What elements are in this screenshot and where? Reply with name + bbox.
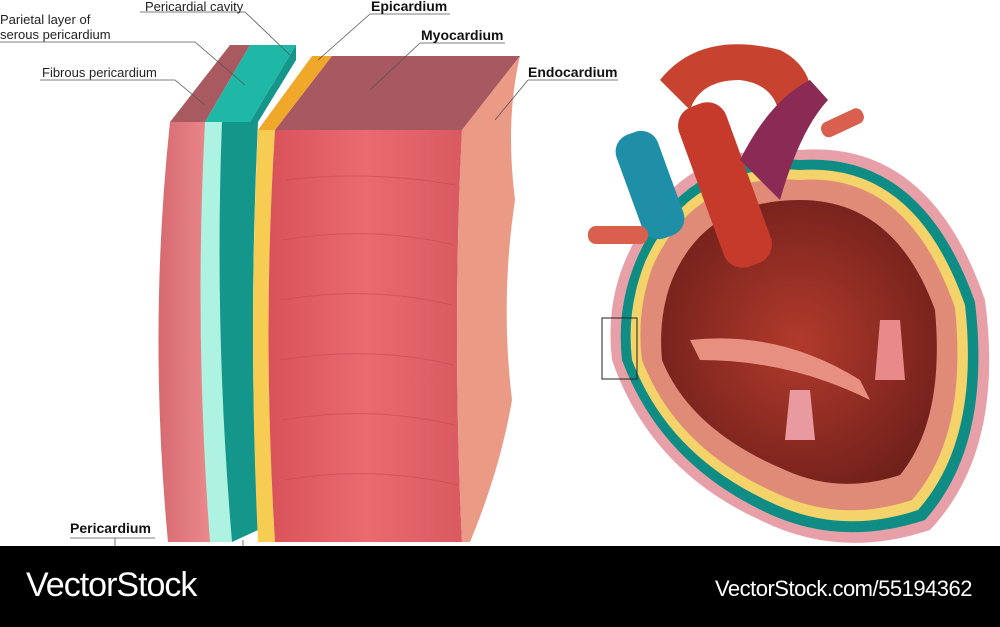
label-parietal-layer: Parietal layer of serous pericardium	[0, 12, 111, 42]
brand-logo: VectorStock	[26, 566, 197, 604]
pulmonary-vein-right	[820, 108, 864, 138]
image-reference: VectorStock.com/55194362	[714, 576, 973, 601]
heart-wall-illustration	[0, 11, 990, 546]
pulmonary-vein-left	[588, 226, 648, 244]
wall-layers	[158, 45, 520, 542]
aorta-base	[678, 102, 772, 268]
serous-teal-layer	[219, 45, 296, 542]
label-epicardium: Epicardium	[371, 0, 448, 14]
label-fibrous-pericardium: Fibrous pericardium	[42, 65, 157, 80]
papillary-muscle-2	[785, 390, 815, 440]
heart-chambers	[661, 200, 937, 484]
label-endocardium: Endocardium	[528, 64, 618, 80]
label-myocardium: Myocardium	[421, 27, 504, 43]
fibrous-pericardium-layer	[158, 122, 212, 542]
pulmonary-trunk	[740, 80, 828, 200]
heart-cross-section	[588, 44, 990, 543]
label-parietal-line1: Parietal layer of	[0, 12, 91, 27]
label-pericardium: Pericardium	[70, 520, 151, 536]
zoom-marker-box	[601, 317, 638, 380]
superior-vena-cava	[615, 130, 685, 240]
epicardium-layer	[253, 130, 275, 542]
fibrous-pericardium-top	[170, 45, 250, 122]
epicardium-top	[258, 56, 332, 130]
label-pericardial-cavity: Pericardial cavity	[145, 0, 244, 14]
papillary-muscle	[875, 320, 905, 380]
watermark-footer: VectorStock VectorStock.com/55194362	[0, 546, 1000, 627]
myocardium-top	[275, 56, 520, 130]
septum	[690, 338, 870, 400]
myocardium-layer	[268, 130, 462, 542]
leader-lines	[0, 11, 618, 546]
endocardium-layer	[457, 56, 520, 542]
serous-top	[205, 45, 296, 122]
aortic-arch	[660, 44, 812, 125]
label-parietal-line2: serous pericardium	[0, 27, 111, 42]
serous-light-layer	[200, 122, 232, 542]
